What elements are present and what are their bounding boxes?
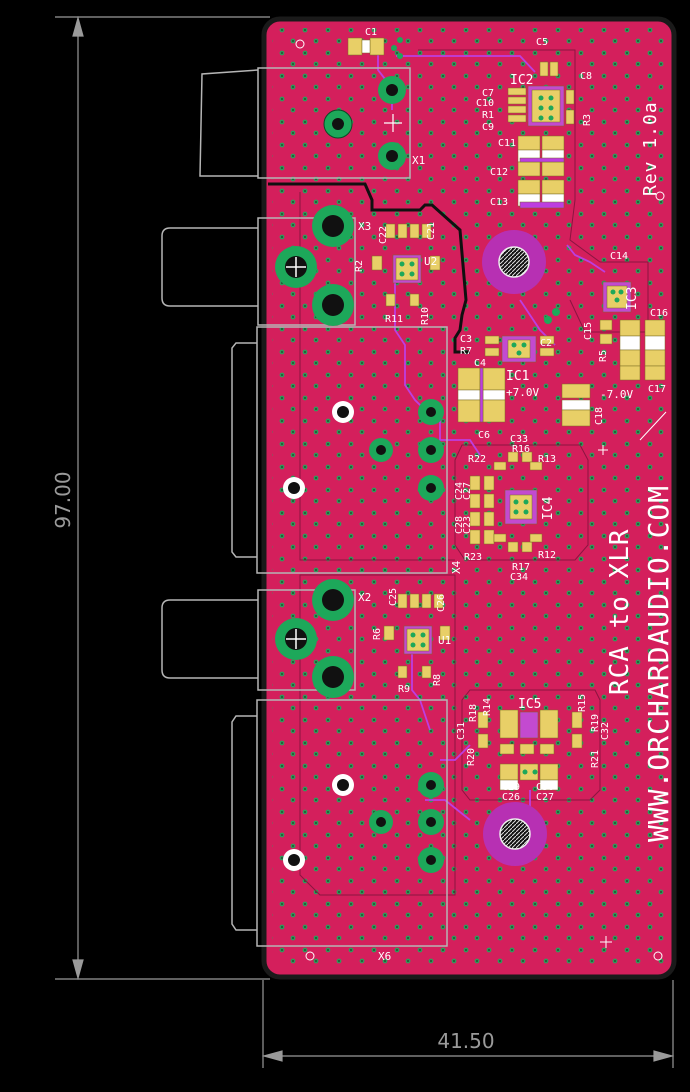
label-r23: R23 <box>464 552 482 563</box>
via-stitching <box>272 28 666 968</box>
height-dimension <box>55 15 270 981</box>
connector-x4 <box>231 326 448 574</box>
fiducial-marks <box>295 39 665 961</box>
label-c30: C30 <box>536 782 554 793</box>
label-x6: X6 <box>378 950 391 963</box>
label-r10: R10 <box>420 307 431 325</box>
board-title: RCA to XLR <box>605 528 635 695</box>
connector-x3 <box>161 205 356 326</box>
label-r16: R16 <box>512 444 530 455</box>
label-c29: C29 <box>502 782 520 793</box>
silkscreen-labels: C1 C5 C8 C7 C10 R1 C9 C11 C12 C13 C14 C1… <box>354 27 668 803</box>
label-voltage-minus: -7.0V <box>600 388 633 401</box>
label-c31: C31 <box>456 722 467 740</box>
label-c34: C34 <box>510 572 528 583</box>
label-c2: C2 <box>540 338 552 349</box>
board-revision: Rev 1.0a <box>640 101 661 196</box>
ground-trace <box>268 182 470 354</box>
label-u1: U1 <box>438 634 451 647</box>
label-c26: C26 <box>502 792 520 803</box>
board-corner-silk <box>639 411 667 441</box>
label-c17: C17 <box>648 384 666 395</box>
ic-thermal-vias <box>391 37 624 775</box>
ic4-outline <box>454 444 589 561</box>
label-r11: R11 <box>385 314 403 325</box>
label-ic4: IC4 <box>541 496 556 520</box>
width-dimension-label: 41.50 <box>437 1029 494 1053</box>
label-r9: R9 <box>398 684 410 695</box>
label-c27b: C27 <box>536 792 554 803</box>
board-url: WWW.ORCHARDAUDIO.COM <box>642 485 675 842</box>
label-c10: C10 <box>476 98 494 109</box>
label-c23: C23 <box>462 516 473 534</box>
connector-x6 <box>231 699 448 947</box>
label-c18: C18 <box>594 407 605 425</box>
label-c9: C9 <box>482 122 494 133</box>
label-r12: R12 <box>538 550 556 561</box>
label-c13: C13 <box>490 197 508 208</box>
label-r13: R13 <box>538 454 556 465</box>
label-c24: C24 <box>454 482 465 500</box>
label-c16: C16 <box>650 308 668 319</box>
label-c25: C25 <box>388 588 399 606</box>
label-c32: C32 <box>600 722 611 740</box>
label-c33: C33 <box>510 434 528 445</box>
label-r7: R7 <box>460 346 472 357</box>
label-c3: C3 <box>460 334 472 345</box>
label-x4: X4 <box>450 560 463 574</box>
label-r8: R8 <box>432 674 443 686</box>
label-c4: C4 <box>474 358 486 369</box>
ic5-outline <box>461 689 601 801</box>
label-ic1: IC1 <box>506 369 529 384</box>
label-x3: X3 <box>358 220 371 233</box>
label-r2: R2 <box>354 260 365 272</box>
label-c12: C12 <box>490 167 508 178</box>
label-c15: C15 <box>583 322 594 340</box>
label-r5: R5 <box>598 350 609 362</box>
label-ic5: IC5 <box>518 697 541 712</box>
smd-pads <box>347 37 666 791</box>
label-r20: R20 <box>466 748 477 766</box>
mounting-hole-top <box>482 230 546 294</box>
connector-x1 <box>199 67 411 179</box>
label-c7: C7 <box>482 88 494 99</box>
label-r19: R19 <box>590 714 601 732</box>
label-c27: C27 <box>462 482 473 500</box>
label-r15: R15 <box>577 694 588 712</box>
label-c6: C6 <box>478 430 490 441</box>
mounting-hole-bottom <box>483 802 547 866</box>
label-voltage-plus: +7.0V <box>506 386 539 399</box>
label-x1: X1 <box>412 154 425 167</box>
connector-x2 <box>161 579 356 698</box>
label-r3: R3 <box>582 114 593 126</box>
label-c8: C8 <box>580 71 592 82</box>
height-dimension-label: 97.00 <box>51 471 75 528</box>
label-ic3: IC3 <box>625 287 640 310</box>
label-c22: C22 <box>378 226 389 244</box>
label-c14: C14 <box>610 251 628 262</box>
label-r14: R14 <box>482 698 493 716</box>
label-r18: R18 <box>468 704 479 722</box>
label-r6: R6 <box>372 628 383 640</box>
ground-pour-outline-top <box>418 49 649 333</box>
label-r21: R21 <box>590 750 601 768</box>
label-c21: C21 <box>426 222 437 240</box>
label-u2: U2 <box>424 255 437 268</box>
connector-designators: X1 X3 X2 X4 X6 <box>358 154 463 963</box>
ic-designators: IC2 IC3 IC1 IC4 IC5 U2 U1 <box>424 73 640 712</box>
label-r1: R1 <box>482 110 494 121</box>
label-r22: R22 <box>468 454 486 465</box>
label-c28: C28 <box>454 516 465 534</box>
label-c5: C5 <box>536 37 548 48</box>
label-c19: C26 <box>436 594 447 612</box>
label-r17: R17 <box>512 562 530 573</box>
label-ic2: IC2 <box>510 73 533 88</box>
label-x2: X2 <box>358 591 371 604</box>
label-c1: C1 <box>365 27 377 38</box>
label-c11: C11 <box>498 138 516 149</box>
width-dimension <box>261 980 675 1068</box>
